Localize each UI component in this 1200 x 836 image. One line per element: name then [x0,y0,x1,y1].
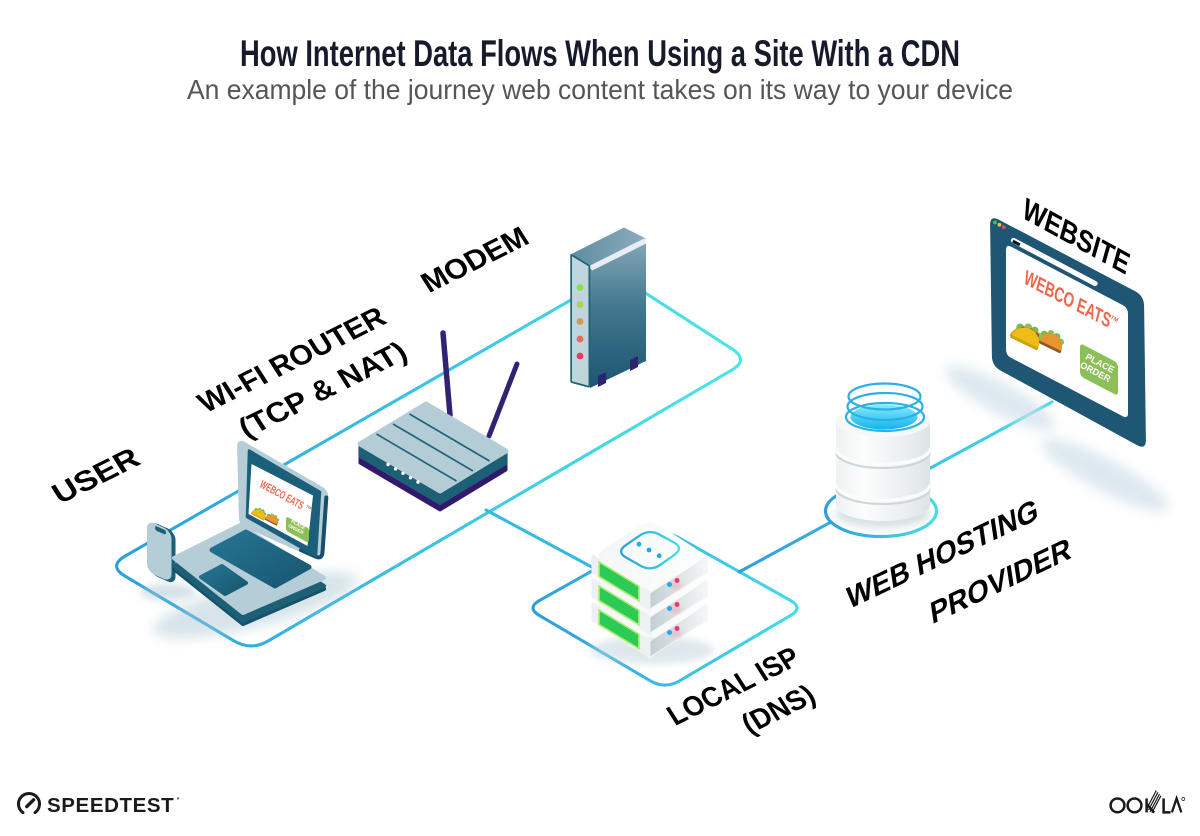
svg-text:MODEM: MODEM [416,221,535,299]
svg-text:TM: TM [305,503,313,510]
svg-text:An example of the journey web: An example of the journey web content ta… [187,74,1013,105]
svg-text:TM: TM [1109,315,1119,324]
svg-text:How Internet Data Flows When U: How Internet Data Flows When Using a Sit… [240,33,960,74]
svg-text:USER: USER [46,442,146,510]
svg-text:SPEEDTEST: SPEEDTEST [47,794,174,817]
svg-text:PLACE: PLACE [290,519,306,531]
